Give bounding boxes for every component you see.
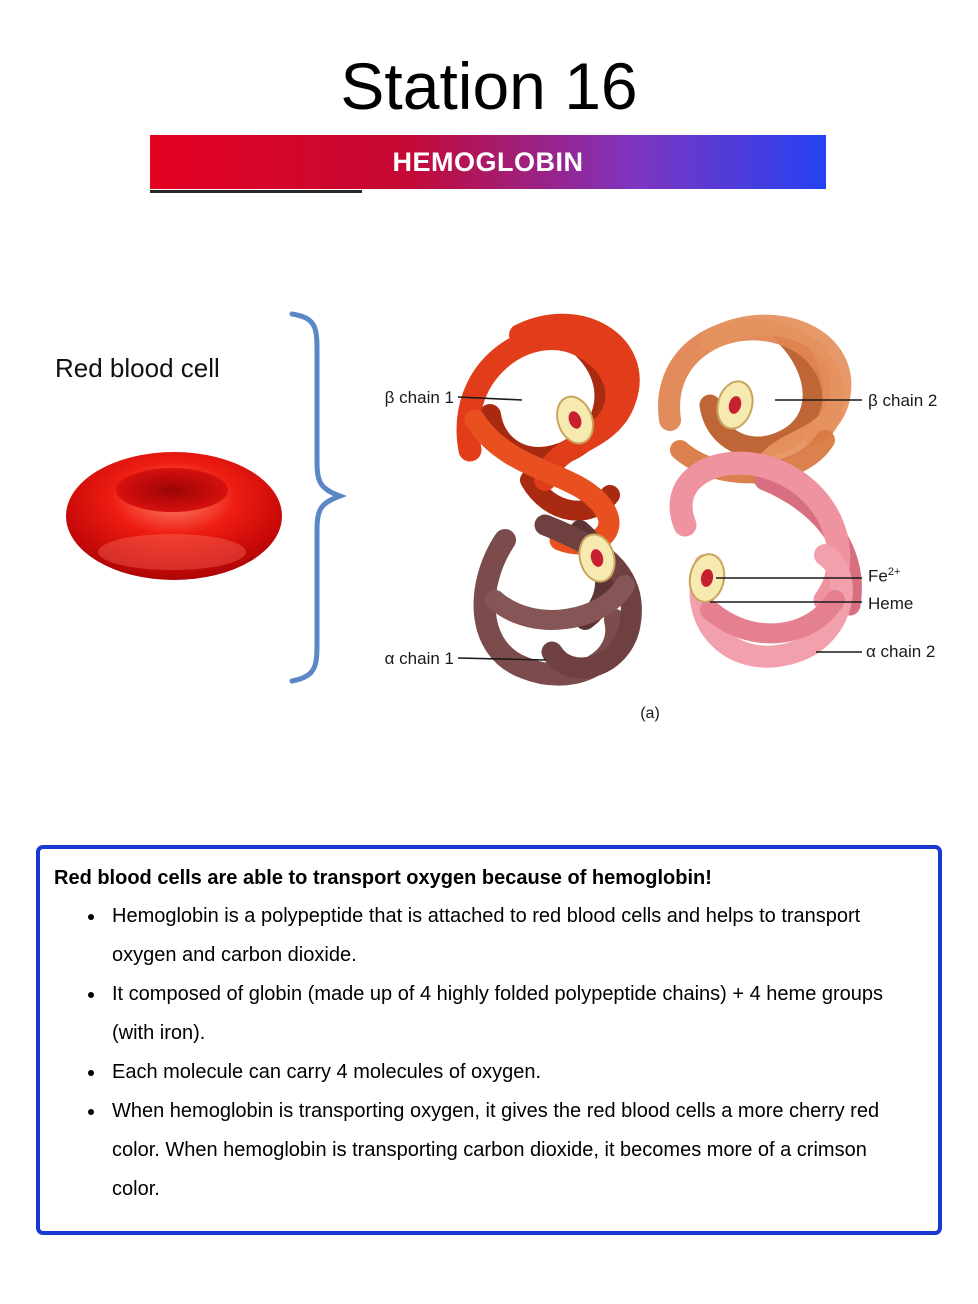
banner-label: HEMOGLOBIN [392,146,584,177]
label-alpha-chain-1: α chain 1 [384,649,454,668]
info-bullet-1: Hemoglobin is a polypeptide that is atta… [106,897,920,975]
label-beta-chain-2: β chain 2 [868,391,938,410]
info-bullet-list: Hemoglobin is a polypeptide that is atta… [54,897,920,1209]
label-fe-text: Fe [868,566,888,586]
figure-caption: (a) [640,705,660,722]
hemoglobin-banner: HEMOGLOBIN [150,135,826,189]
heme-group-icons [556,380,754,603]
info-heading: Red blood cells are able to transport ox… [54,867,712,889]
label-heme: Heme [868,594,914,613]
brace [289,311,348,684]
label-beta-chain-1: β chain 1 [384,388,454,407]
beta-chain-1-art [456,313,640,555]
leader-lines [457,396,862,661]
label-fe2plus: Fe2+ [868,566,900,587]
label-alpha-chain-2: α chain 2 [866,642,936,661]
label-fe-superscript: 2+ [887,566,901,578]
info-bullet-2: It composed of globin (made up of 4 high… [106,975,920,1053]
red-blood-cell-label: Red blood cell [55,353,220,383]
hemoglobin-molecule-figure [289,311,862,686]
info-bullet-3: Each molecule can carry 4 molecules of o… [106,1053,920,1092]
page-title: Station 16 [340,49,638,123]
info-box: Red blood cells are able to transport ox… [36,845,942,1235]
alpha-chain-2-art [669,451,862,668]
info-bullet-4: When hemoglobin is transporting oxygen, … [106,1092,920,1209]
red-blood-cell-image [66,452,282,580]
banner-underline [150,190,362,193]
